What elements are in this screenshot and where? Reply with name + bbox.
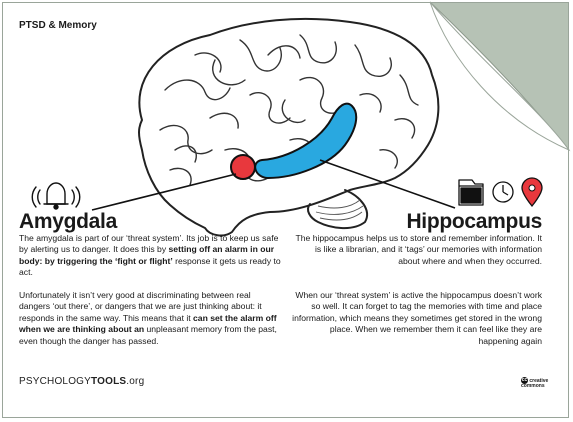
page-border [2, 2, 569, 418]
page-title: PTSD & Memory [19, 20, 97, 31]
logo-main: PSYCHOLOGY [19, 376, 92, 387]
folder-icon [458, 179, 484, 206]
amygdala-paragraph-2: Unfortunately it isn’t very good at disc… [19, 290, 281, 347]
cc-label: creative commons [521, 377, 549, 389]
amygdala-p1-end: response it gets us ready to act. [19, 255, 281, 278]
map-pin-icon [521, 177, 543, 208]
amygdala-heading: Amygdala [19, 210, 117, 233]
amygdala-shape [230, 154, 256, 180]
hippocampus-shape [254, 102, 358, 180]
amygdala-p1-text: The amygdala is part of our ‘threat syst… [19, 233, 279, 255]
amygdala-p2-end: unpleasant memory from the past, even th… [19, 324, 277, 346]
creative-commons-badge: cc creative commons [521, 377, 573, 389]
amygdala-pointer-line [91, 173, 237, 211]
hippocampus-heading: Hippocampus [406, 210, 542, 233]
hippocampus-paragraph-1: The hippocampus helps us to store and re… [295, 233, 542, 266]
amygdala-paragraph-1: The amygdala is part of our ‘threat syst… [19, 233, 281, 279]
clock-icon [492, 181, 514, 203]
hippocampus-pointer-line [319, 159, 456, 209]
amygdala-p2-text: Unfortunately it isn’t very good at disc… [19, 290, 262, 323]
psychology-tools-logo: PSYCHOLOGYTOOLS.org [19, 376, 144, 387]
logo-tools: TOOLS [91, 376, 127, 387]
amygdala-p2-emphasis: can set the alarm off when we are thinki… [19, 312, 277, 335]
hippocampus-paragraph-2: When our ‘threat system’ is active the h… [292, 290, 542, 346]
amygdala-p1-emphasis: setting off an alarm in our body: by tri… [19, 244, 275, 266]
alarm-bell-icon [31, 182, 81, 210]
logo-suffix: .org [126, 376, 145, 387]
cc-icon: cc [521, 377, 528, 384]
